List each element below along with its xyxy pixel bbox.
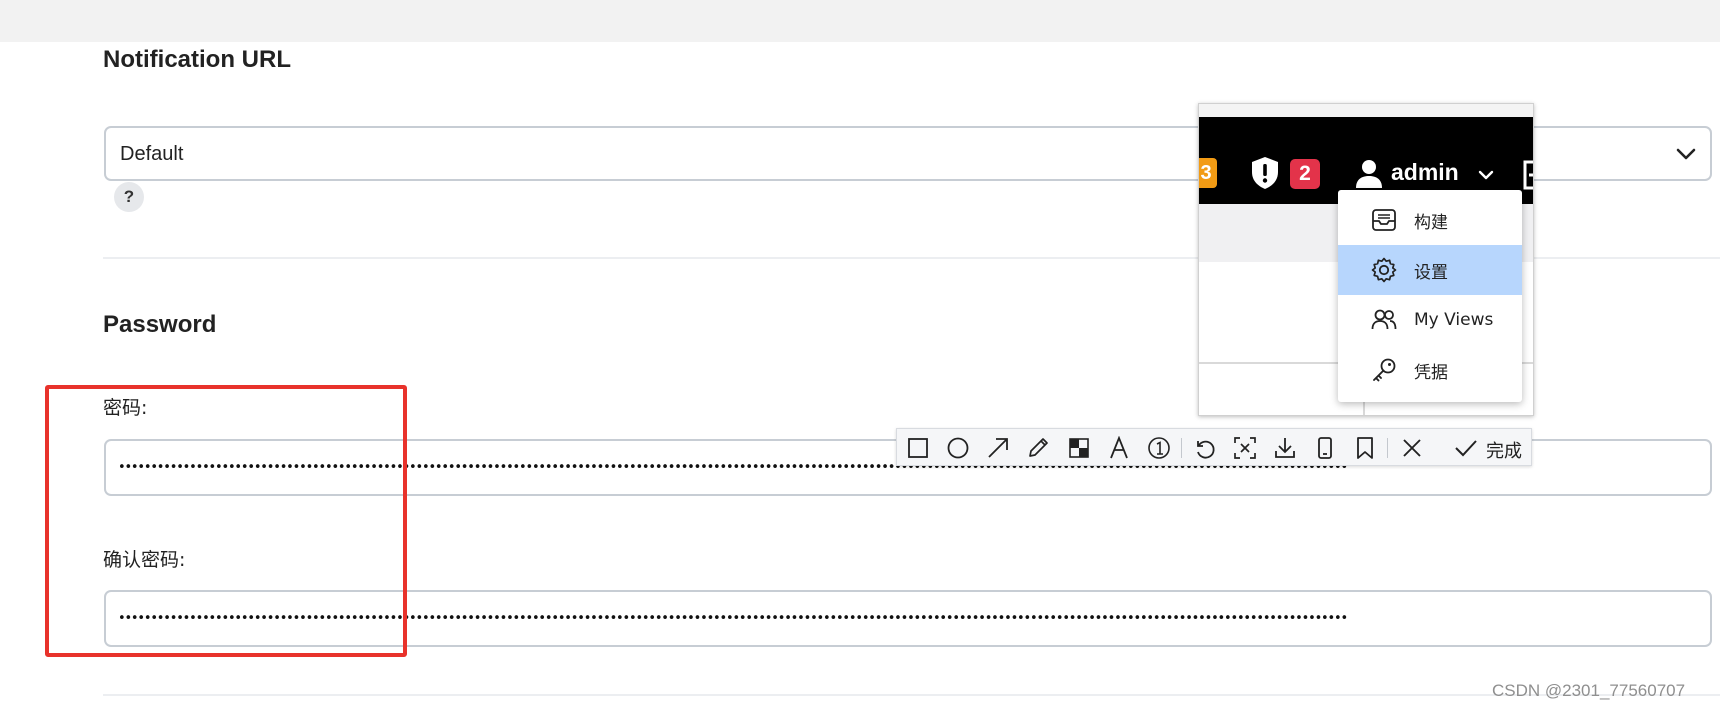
user-icon [1356, 160, 1382, 188]
rectangle-icon[interactable] [906, 436, 930, 460]
ocr-icon[interactable] [1233, 436, 1257, 460]
user-menu: 构建 设置 My Views 凭据 [1338, 190, 1522, 402]
user-name[interactable]: admin [1391, 159, 1459, 185]
download-icon[interactable] [1273, 436, 1297, 460]
build-badge[interactable]: 3 [1199, 158, 1217, 188]
notification-url-title: Notification URL [103, 46, 291, 73]
confirm-password-value: ••••••••••••••••••••••••••••••••••••••••… [118, 611, 1348, 626]
shield-icon[interactable] [1250, 156, 1280, 190]
inbox-icon [1372, 209, 1396, 231]
password-title: Password [103, 311, 217, 338]
number-icon[interactable] [1147, 436, 1171, 460]
menu-item-build[interactable]: 构建 [1338, 195, 1522, 245]
done-button[interactable]: 完成 [1486, 441, 1522, 462]
top-strip [0, 0, 1720, 42]
password-label: 密码: [103, 397, 148, 419]
confirm-password-label: 确认密码: [103, 549, 186, 571]
menu-item-label: 设置 [1414, 262, 1448, 283]
logout-icon[interactable] [1521, 158, 1534, 192]
menu-item-label: My Views [1414, 310, 1494, 330]
chevron-down-icon[interactable] [1477, 166, 1495, 184]
toolbar-separator [1181, 438, 1182, 458]
help-button[interactable]: ? [114, 182, 144, 212]
menu-item-my-views[interactable]: My Views [1338, 295, 1522, 345]
gear-icon [1371, 257, 1397, 283]
header-bar: 3 2 admin [1199, 117, 1534, 204]
watermark: CSDN @2301_77560707 [1492, 681, 1686, 700]
arrow-icon[interactable] [986, 436, 1010, 460]
select-value: Default [120, 143, 184, 165]
bookmark-icon[interactable] [1353, 436, 1377, 460]
confirm-password-input[interactable]: ••••••••••••••••••••••••••••••••••••••••… [104, 590, 1712, 647]
close-icon[interactable] [1400, 436, 1424, 460]
undo-icon[interactable] [1193, 436, 1217, 460]
menu-item-settings[interactable]: 设置 [1338, 245, 1522, 295]
pin-icon[interactable] [1313, 436, 1337, 460]
section-divider [103, 257, 1720, 259]
header-dropdown-overlay: 3 2 admin 构建 [1198, 103, 1534, 416]
users-icon [1371, 309, 1397, 330]
check-icon[interactable] [1454, 436, 1478, 460]
mosaic-icon[interactable] [1067, 436, 1091, 460]
highlight-annotation [45, 385, 407, 657]
ellipse-icon[interactable] [946, 436, 970, 460]
toolbar-separator [1387, 438, 1388, 458]
chevron-down-icon [1676, 148, 1696, 160]
overlay-top-strip [1199, 104, 1533, 117]
pencil-icon[interactable] [1026, 436, 1050, 460]
menu-item-label: 凭据 [1414, 362, 1448, 383]
screenshot-toolbar: 完成 [896, 428, 1532, 466]
text-icon[interactable] [1107, 435, 1131, 460]
section-divider-bottom [103, 694, 1720, 696]
security-badge[interactable]: 2 [1290, 159, 1320, 189]
menu-item-credentials[interactable]: 凭据 [1338, 345, 1522, 395]
key-icon [1373, 358, 1396, 382]
menu-item-label: 构建 [1414, 212, 1448, 233]
